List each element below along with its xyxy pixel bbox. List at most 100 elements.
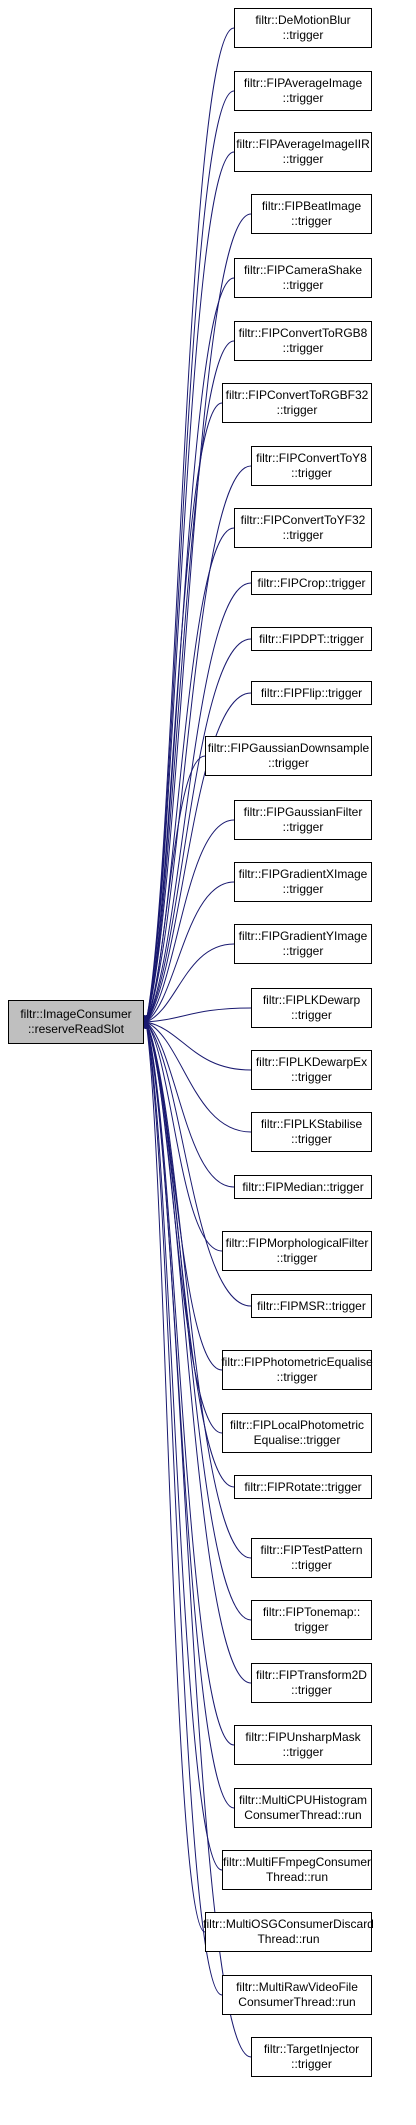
node-label-line: filtr::FIPPhotometricEqualise	[221, 1355, 373, 1369]
caller-node[interactable]: filtr::TargetInjector::trigger	[251, 2037, 372, 2077]
node-label-line: filtr::FIPConvertToRGBF32	[225, 388, 369, 402]
node-label-line: filtr::FIPConvertToY8	[256, 451, 367, 465]
caller-node[interactable]: filtr::DeMotionBlur::trigger	[234, 8, 372, 48]
node-label-line: filtr::FIPTonemap::	[262, 1605, 361, 1619]
node-label-line: filtr::FIPGaussianFilter	[243, 805, 363, 819]
node-label-line: filtr::FIPLKDewarp	[262, 993, 361, 1007]
node-label-line: ::trigger	[291, 466, 332, 480]
call-edge	[141, 1015, 223, 1871]
node-label-line: ::trigger	[282, 944, 324, 958]
node-label-line: filtr::FIPFlip::trigger	[260, 685, 363, 700]
call-edge	[139, 1014, 252, 1307]
node-label-line: filtr::FIPAverageImage	[243, 76, 363, 90]
node-label-line: ConsumerThread::run	[238, 1995, 356, 2009]
caller-node[interactable]: filtr::FIPFlip::trigger	[251, 681, 372, 705]
node-label-line: filtr::FIPLKDewarpEx	[255, 1055, 368, 1069]
node-label-line: ::trigger	[291, 1070, 332, 1084]
node-label-line: filtr::FIPConvertToYF32	[240, 513, 366, 527]
caller-node[interactable]: filtr::FIPTestPattern::trigger	[251, 1538, 372, 1578]
caller-node[interactable]: filtr::FIPGaussianDownsample::trigger	[205, 736, 372, 776]
node-label-line: ::trigger	[282, 820, 324, 834]
caller-node[interactable]: filtr::FIPPhotometricEqualise::trigger	[221, 1350, 373, 1390]
caller-node[interactable]: filtr::FIPTransform2D::trigger	[251, 1663, 372, 1703]
node-label-line: ::trigger	[282, 91, 324, 105]
caller-node[interactable]: filtr::FIPCrop::trigger	[251, 571, 372, 595]
node-label-line: ::trigger	[276, 1370, 318, 1384]
node-label-line: filtr::FIPGradientXImage	[238, 867, 368, 881]
caller-node[interactable]: filtr::FIPUnsharpMask::trigger	[234, 1725, 372, 1765]
call-edge	[141, 27, 235, 1029]
call-edge	[140, 1014, 235, 1746]
node-label-line: filtr::FIPCrop::trigger	[257, 575, 366, 590]
node-label-line: filtr::FIPUnsharpMask	[245, 1730, 361, 1744]
node-label-line: filtr::FIPMSR::trigger	[257, 1298, 366, 1313]
node-label-line: ::trigger	[276, 1251, 318, 1265]
node-label-line: Thread::run	[257, 1932, 320, 1946]
node-label-line: filtr::FIPBeatImage	[261, 199, 362, 213]
node-label-line: filtr::MultiFFmpegConsumer	[222, 1855, 372, 1869]
node-label-line: ::trigger	[282, 28, 324, 42]
node-label-line: filtr::FIPRotate::trigger	[244, 1479, 362, 1494]
node-label-line: ConsumerThread::run	[244, 1808, 362, 1822]
call-edge	[140, 340, 235, 1030]
caller-node[interactable]: filtr::FIPAverageImageIIR::trigger	[234, 132, 372, 172]
node-label-line: Equalise::trigger	[253, 1433, 341, 1447]
call-edge	[138, 881, 235, 1029]
call-edge	[141, 90, 235, 1029]
caller-node[interactable]: filtr::FIPTonemap::trigger	[251, 1600, 372, 1640]
node-label-line: ::trigger	[282, 341, 324, 355]
call-edge	[141, 151, 235, 1029]
caller-node[interactable]: filtr::FIPLKDewarpEx::trigger	[251, 1050, 372, 1090]
node-label-line: ::trigger	[268, 756, 309, 770]
node-label-line: ::trigger	[291, 1558, 332, 1572]
call-edge	[140, 755, 206, 1030]
caller-node[interactable]: filtr::FIPGradientXImage::trigger	[234, 862, 372, 902]
call-edge	[140, 213, 252, 1030]
node-label-line: ::trigger	[282, 278, 324, 292]
node-label-line: filtr::FIPLocalPhotometric	[229, 1418, 365, 1432]
caller-node[interactable]: filtr::FIPBeatImage::trigger	[251, 194, 372, 234]
node-label-line: filtr::FIPGradientYImage	[238, 929, 368, 943]
call-edge	[138, 1015, 235, 1188]
node-label-line: filtr::ImageConsumer	[20, 1007, 132, 1021]
caller-node[interactable]: filtr::FIPConvertToRGBF32::trigger	[222, 383, 372, 423]
caller-node[interactable]: filtr::FIPMSR::trigger	[251, 1294, 372, 1318]
caller-node[interactable]: filtr::FIPGradientYImage::trigger	[234, 924, 372, 964]
node-label-line: ::trigger	[291, 1008, 332, 1022]
caller-node[interactable]: filtr::FIPConvertToY8::trigger	[251, 446, 372, 486]
caller-node[interactable]: filtr::FIPAverageImage::trigger	[234, 71, 372, 111]
call-edge	[140, 465, 252, 1030]
caller-node[interactable]: filtr::FIPGaussianFilter::trigger	[234, 800, 372, 840]
caller-node[interactable]: filtr::FIPLKStabilise::trigger	[251, 1112, 372, 1152]
caller-node[interactable]: filtr::FIPRotate::trigger	[234, 1475, 372, 1499]
call-edge	[139, 1017, 252, 1071]
caller-node[interactable]: filtr::FIPConvertToYF32::trigger	[234, 508, 372, 548]
node-label-line: filtr::FIPAverageImageIIR	[236, 137, 370, 151]
caller-node[interactable]: filtr::FIPMorphologicalFilter::trigger	[222, 1231, 372, 1271]
node-label-line: ::trigger	[282, 1745, 324, 1759]
node-label-line: ::trigger	[282, 528, 324, 542]
call-edge	[138, 1016, 252, 1133]
node-label-line: ::trigger	[282, 882, 324, 896]
caller-node[interactable]: filtr::FIPCameraShake::trigger	[234, 258, 372, 298]
node-label-line: filtr::FIPGaussianDownsample	[207, 741, 370, 755]
caller-node[interactable]: filtr::FIPMedian::trigger	[234, 1175, 372, 1199]
call-edge	[139, 819, 235, 1029]
source-node[interactable]: filtr::ImageConsumer::reserveReadSlot	[8, 1000, 144, 1044]
caller-node[interactable]: filtr::FIPConvertToRGB8::trigger	[234, 321, 372, 361]
caller-node[interactable]: filtr::FIPLKDewarp::trigger	[251, 988, 372, 1028]
caller-node[interactable]: filtr::FIPDPT::trigger	[251, 627, 372, 651]
node-label-line: ::trigger	[291, 1683, 332, 1697]
node-label-line: filtr::FIPTransform2D	[256, 1668, 367, 1682]
node-label-line: ::trigger	[276, 403, 318, 417]
node-label-line: ::trigger	[282, 152, 324, 166]
node-label-line: filtr::FIPLKStabilise	[260, 1117, 363, 1131]
call-edge	[139, 692, 252, 1030]
call-edge	[140, 1014, 252, 1621]
